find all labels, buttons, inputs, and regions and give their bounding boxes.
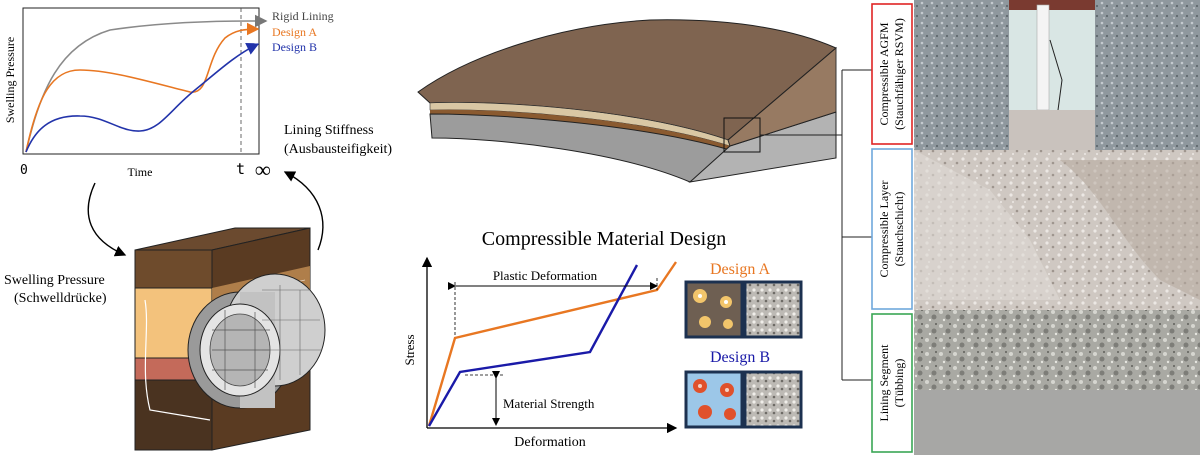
material-photo — [914, 0, 1200, 455]
legend-design-a: Design A — [272, 25, 317, 39]
curved-arrow-up — [283, 171, 324, 251]
origin-zero: 0 — [20, 163, 28, 178]
design-a-stress-curve — [427, 261, 677, 427]
ruler — [1036, 4, 1050, 111]
rigid-lining-curve — [25, 14, 268, 153]
photo-label-agfm-line2: (Stauchfähiger RSVM) — [892, 18, 906, 130]
lining-stiffness-label-de: (Ausbausteifigkeit) — [284, 142, 392, 157]
swelling-time-chart: Swelling Pressure Time 0 t ∞ Rigid Linin… — [3, 7, 334, 182]
photo-label-segment: Lining Segment (Tübbing) — [871, 313, 913, 453]
swelling-pressure-label: Swelling Pressure — [4, 273, 105, 288]
photo-label-segment-line1: Lining Segment — [877, 344, 891, 422]
stress-label: Stress — [402, 334, 417, 365]
lining-stiffness-label: Lining Stiffness — [284, 123, 374, 138]
design-a-curve — [25, 22, 260, 153]
design-b-microstructure — [684, 370, 803, 429]
legend-design-b: Design B — [272, 40, 317, 54]
photo-label-layer-line1: Compressible Layer — [877, 181, 891, 278]
design-b-stress-curve — [427, 264, 639, 427]
design-b-label: Design B — [710, 349, 770, 366]
photo-label-segment-line2: (Tübbing) — [892, 359, 906, 408]
material-design-chart: Compressible Material Design Stress Defo… — [402, 228, 770, 450]
swelling-x-label: Time — [128, 165, 153, 179]
swelling-pressure-label-de: (Schwelldrücke) — [14, 291, 107, 306]
photo-label-layer: Compressible Layer (Stauchschicht) — [871, 148, 913, 310]
legend-rigid-lining: Rigid Lining — [272, 9, 334, 23]
curved-arrow-down — [87, 182, 127, 257]
plastic-deformation-label: Plastic Deformation — [493, 268, 598, 283]
design-a-microstructure — [684, 280, 803, 339]
photo-label-layer-line2: (Stauchschicht) — [892, 192, 906, 267]
material-chart-title: Compressible Material Design — [482, 228, 726, 250]
lining-segment-illustration — [417, 19, 842, 183]
photo-label-agfm: Compressible AGFM (Stauchfähiger RSVM) — [871, 3, 913, 145]
chart-frame — [22, 7, 260, 155]
time-t-label: t — [236, 160, 245, 178]
infinity-symbol: ∞ — [255, 157, 271, 182]
swelling-y-label: Swelling Pressure — [3, 37, 17, 123]
material-strength-label: Material Strength — [503, 396, 595, 411]
design-a-label: Design A — [710, 261, 770, 278]
design-b-curve — [25, 43, 260, 153]
tunnel-block-illustration — [134, 227, 326, 451]
photo-bracket — [841, 69, 872, 381]
deformation-label: Deformation — [514, 435, 586, 450]
photo-label-agfm-line1: Compressible AGFM — [877, 22, 891, 125]
